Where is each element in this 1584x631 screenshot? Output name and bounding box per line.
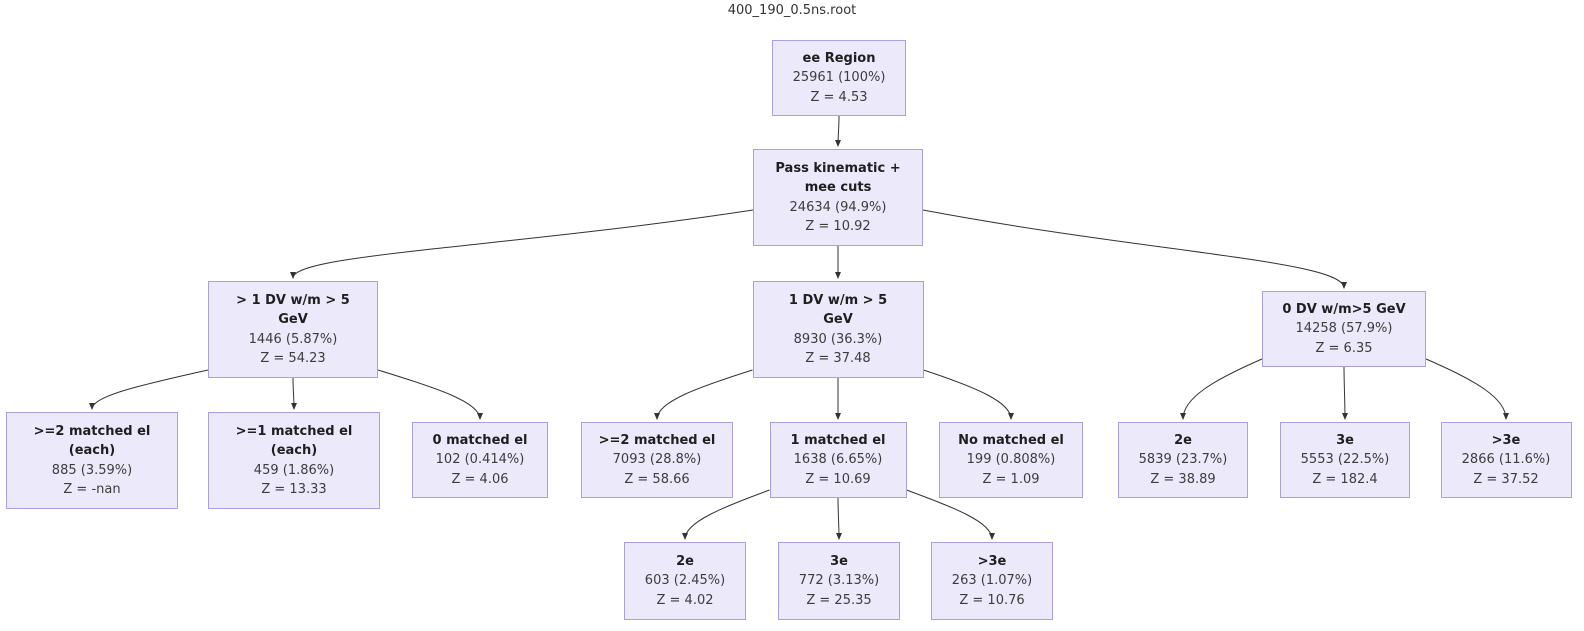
flow-node-pass: Pass kinematic + mee cuts 24634 (94.9%) Z =… [753,149,923,246]
node-title: 2e [676,553,694,569]
node-significance: Z = 6.35 [1315,340,1373,356]
node-count: 1638 (6.65%) [793,452,883,468]
node-count: 7093 (28.8%) [612,452,702,468]
node-significance: Z = 4.06 [451,471,509,487]
node-significance: Z = 10.69 [805,471,871,487]
flow-node-b2e: 2e 603 (2.45%) Z = 4.02 [624,542,746,620]
node-count: 2866 (11.6%) [1461,452,1551,468]
node-count: 25961 (100%) [792,70,886,86]
node-title: 3e [830,553,848,569]
node-significance: Z = 37.48 [805,351,871,366]
flow-edge-zerodv-rgt3e [1425,358,1509,420]
node-title: >=1 matched el [235,423,353,439]
flow-edge-match1-bgt3e [906,489,995,540]
node-count: 885 (3.59%) [51,462,133,478]
flow-node-match1: 1 matched el 1638 (6.65%) Z = 10.69 [769,422,907,498]
flow-node-onedv: 1 DV w/m > 5 GeV 8930 (36.3%) Z = 37.48 [752,281,924,378]
node-count: 459 (1.86%) [253,462,335,478]
node-title: >=2 matched el [598,432,716,448]
flow-node-r3e: 3e 5553 (22.5%) Z = 182.4 [1280,422,1410,498]
node-count: 5839 (23.7%) [1138,452,1228,468]
flow-node-b3e: 3e 772 (3.13%) Z = 25.35 [778,542,900,620]
node-significance: Z = 13.33 [261,482,327,497]
node-title: GeV [278,312,308,327]
node-count: 772 (3.13%) [798,573,880,589]
diagram-title: 400_190_0.5ns.root [727,3,857,18]
flow-edge-zerodv-r3e [1341,366,1348,420]
flow-node-root: ee Region 25961 (100%) Z = 4.53 [772,40,906,116]
flow-edge-pass-zerodv [922,209,1347,289]
node-title: 0 matched el [432,432,528,448]
node-significance: Z = 182.4 [1312,471,1378,487]
flow-edge-match1-b2e [682,489,770,540]
node-title: 0 DV w/m>5 GeV [1282,301,1406,317]
node-title: No matched el [958,432,1064,448]
flow-node-ge2: >=2 matched el 7093 (28.8%) Z = 58.66 [581,422,733,498]
node-title: Pass kinematic + [775,160,901,176]
flow-node-ge1each: >=1 matched el (each) 459 (1.86%) Z = 13.33 [208,412,380,509]
node-title: >=2 matched el [33,423,151,439]
node-significance: Z = 54.23 [260,351,326,366]
node-significance: Z = 37.52 [1473,471,1539,487]
node-significance: Z = 4.53 [810,89,868,105]
flow-edge-match1-b3e [835,497,842,540]
node-title: >3e [1491,432,1521,448]
node-count: 5553 (22.5%) [1300,452,1390,468]
node-count: 14258 (57.9%) [1295,321,1393,337]
node-count: 102 (0.414%) [435,452,525,468]
flow-edge-zerodv-r2e [1180,358,1263,420]
flow-node-zerodv: 0 DV w/m>5 GeV 14258 (57.9%) Z = 6.35 [1262,291,1426,367]
node-significance: Z = -nan [63,482,121,497]
node-significance: Z = 25.35 [806,592,872,608]
node-significance: Z = 10.92 [805,219,871,234]
node-title: (each) [68,443,116,458]
flow-node-bgt3e: >3e 263 (1.07%) Z = 10.76 [931,542,1053,620]
flow-node-ge2each: >=2 matched el (each) 885 (3.59%) Z = -nan [6,412,178,509]
flow-edge-gt1dv-ge1each [290,377,297,410]
node-count: 8930 (36.3%) [793,331,883,347]
node-count: 263 (1.07%) [951,573,1033,589]
node-title: 3e [1336,432,1354,448]
flow-edge-pass-gt1dv [290,209,754,279]
node-count: 24634 (94.9%) [789,199,887,215]
flow-node-rgt3e: >3e 2866 (11.6%) Z = 37.52 [1440,422,1572,498]
flow-edge-onedv-nomatch [923,369,1014,420]
flow-edge-gt1dv-ge2each [89,369,209,410]
node-title: ee Region [802,50,876,66]
flow-node-r2e: 2e 5839 (23.7%) Z = 38.89 [1118,422,1248,498]
node-significance: Z = 4.02 [656,592,714,608]
node-count: 1446 (5.87%) [248,331,338,347]
node-title: (each) [270,443,318,458]
node-title: 1 DV w/m > 5 [788,292,888,308]
node-title: GeV [823,312,853,327]
flow-node-nomatch: No matched el 199 (0.808%) Z = 1.09 [939,422,1083,498]
node-count: 199 (0.808%) [966,452,1056,468]
node-significance: Z = 1.09 [982,471,1040,487]
flow-edge-onedv-ge2 [654,369,753,420]
node-title: 1 matched el [790,432,886,448]
node-title: > 1 DV w/m > 5 [236,292,350,308]
node-count: 603 (2.45%) [644,573,726,589]
flow-edge-gt1dv-match0 [377,369,483,420]
flow-edge-root-pass [835,115,842,147]
node-significance: Z = 58.66 [624,471,690,487]
node-title: mee cuts [804,180,872,195]
flow-node-gt1dv: > 1 DV w/m > 5 GeV 1446 (5.87%) Z = 54.23 [208,281,378,378]
node-title: >3e [977,553,1007,569]
flow-node-match0: 0 matched el 102 (0.414%) Z = 4.06 [412,422,548,498]
node-title: 2e [1174,432,1192,448]
node-significance: Z = 38.89 [1150,471,1216,487]
node-significance: Z = 10.76 [959,592,1025,608]
